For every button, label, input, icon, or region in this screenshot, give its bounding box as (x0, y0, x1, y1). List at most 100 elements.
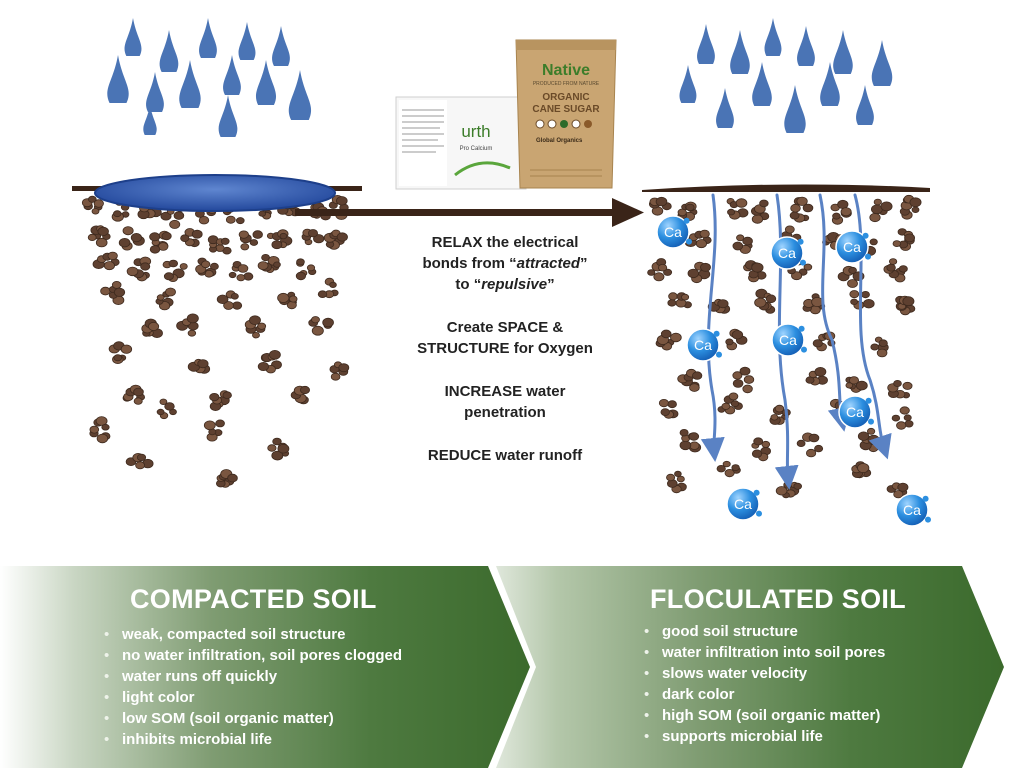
soil-clump-icon (658, 398, 679, 419)
soil-clump-icon (244, 315, 267, 339)
raindrop-icon (218, 95, 238, 137)
compacted-soil-clumps (81, 195, 350, 488)
bullet-text: light color (122, 689, 195, 706)
soil-clump-icon (743, 260, 767, 283)
raindrop-icon (871, 40, 893, 86)
calcium-ion-icon: Ca (656, 215, 692, 249)
bullet-text: high SOM (soil organic matter) (662, 707, 881, 724)
bullet-text: dark color (662, 686, 735, 703)
rain-left (107, 18, 312, 137)
soil-clump-icon (717, 392, 743, 415)
soil-clump-icon (895, 295, 916, 316)
compacted-bullet: • light color (104, 687, 402, 708)
bullet-text: no water infiltration, soil pores clogge… (122, 647, 403, 664)
soil-clump-icon (195, 257, 219, 278)
calcium-ion-icon: Ca (835, 230, 871, 264)
soil-clump-icon (892, 228, 915, 251)
bullet-dot: • (644, 623, 650, 640)
raindrop-icon (272, 26, 290, 66)
soil-clump-icon (883, 258, 908, 283)
calcium-label: Ca (664, 224, 682, 240)
soil-clump-icon (125, 452, 154, 470)
raindrop-icon (730, 30, 750, 74)
soil-clump-icon (857, 427, 882, 453)
bullet-text: good soil structure (662, 623, 798, 640)
calcium-ion-icon: Ca (726, 487, 762, 521)
raindrop-icon (856, 85, 874, 125)
bullet-text: supports microbial life (662, 728, 823, 745)
soil-clump-icon (869, 198, 893, 223)
calcium-ion-icon: Ca (770, 236, 806, 270)
soil-clump-icon (160, 205, 185, 229)
soil-clump-icon (187, 358, 211, 374)
soil-clump-icon (156, 398, 177, 420)
soil-clump-icon (725, 328, 748, 351)
bullet-text: water runs off quickly (122, 668, 278, 685)
raindrop-icon (697, 24, 715, 64)
soil-clump-icon (216, 469, 238, 488)
raindrop-icon (159, 30, 179, 72)
raindrop-icon (752, 62, 772, 106)
soil-clump-icon (891, 406, 914, 430)
soil-clump-icon (849, 290, 875, 310)
soil-clump-icon (886, 482, 909, 499)
soil-clump-icon (216, 290, 243, 310)
calcium-label: Ca (903, 502, 921, 518)
soil-clump-icon (677, 368, 703, 392)
native-tagline: PRODUCED FROM NATURE (533, 81, 600, 87)
raindrop-icon (764, 18, 782, 56)
raindrop-icon (146, 72, 164, 112)
soil-clump-icon (328, 195, 349, 220)
soil-clump-icon (687, 261, 711, 284)
soil-clump-icon (209, 390, 232, 412)
sugar-footer: Global Organics (536, 138, 583, 144)
water-puddle (94, 174, 336, 212)
soil-clump-icon (122, 384, 146, 405)
bullet-dot: • (644, 728, 650, 745)
flocculated-soil-surface (642, 184, 930, 192)
calcium-label: Ca (779, 332, 797, 348)
soil-clump-icon (257, 349, 282, 374)
soil-clump-icon (802, 293, 826, 315)
soil-clump-icon (667, 292, 692, 309)
flocculated-bullet: •dark color (644, 684, 885, 705)
benefit-space: Create SPACE & STRUCTURE for Oxygen (417, 319, 593, 357)
bullet-dot: • (104, 689, 110, 706)
bullet-text: slows water velocity (662, 665, 808, 682)
sugar-line-2: CANE SUGAR (532, 104, 600, 115)
sugar-line-1: ORGANIC (542, 92, 589, 103)
soil-clump-icon (118, 226, 145, 251)
rain-right (679, 18, 893, 133)
compacted-soil-bullets: •weak, compacted soil structure•no water… (104, 624, 402, 750)
soil-clump-icon (301, 228, 325, 246)
soil-clump-icon (789, 196, 814, 223)
soil-clump-icon (266, 229, 293, 250)
center-benefits: RELAX the electrical bonds from “attract… (380, 232, 630, 488)
soil-clump-icon (100, 280, 126, 306)
calcium-label: Ca (778, 245, 796, 261)
benefit-relax: RELAX the electrical bonds from “attract… (422, 234, 588, 293)
raindrop-icon (199, 18, 217, 58)
soil-clump-icon (92, 251, 120, 271)
soil-clump-icon (726, 198, 749, 220)
soil-clump-icon (732, 234, 753, 254)
flocculated-bullet: • supports microbial life (644, 726, 885, 747)
urth-product-name: Pro Calcium (460, 146, 493, 152)
soil-clump-icon (176, 313, 199, 337)
soil-clump-icon (851, 461, 872, 479)
raindrop-icon (143, 105, 157, 135)
soil-clump-icon (837, 265, 865, 288)
soil-clump-icon (751, 199, 770, 224)
soil-clump-icon (329, 361, 350, 381)
soil-clump-icon (647, 258, 673, 282)
soil-clump-icon (649, 196, 672, 216)
calcium-ion-icon: Ca (686, 328, 722, 362)
soil-clump-icon (162, 259, 188, 282)
soil-clump-icon (899, 194, 922, 220)
calcium-ion-icon: Ca (895, 493, 931, 527)
soil-clump-icon (655, 329, 682, 351)
soil-clump-icon (180, 228, 203, 248)
bullet-dot: • (104, 731, 110, 748)
calcium-label: Ca (843, 239, 861, 255)
urth-pro-calcium-packet: urth Pro Calcium (395, 96, 527, 190)
